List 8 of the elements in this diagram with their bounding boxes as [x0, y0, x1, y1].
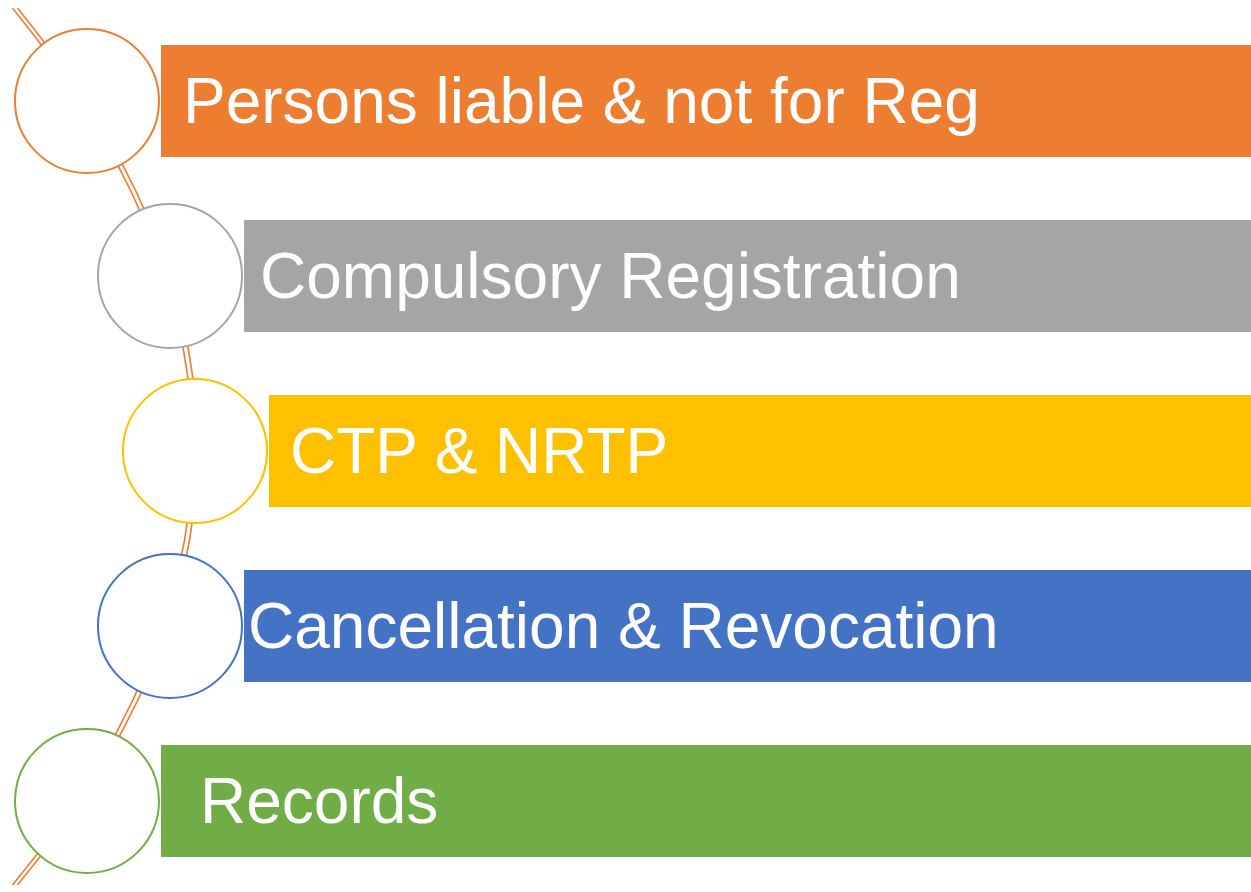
band-label: Records	[200, 769, 439, 833]
list-band	[244, 220, 1251, 332]
list-band	[269, 395, 1251, 507]
list-band	[161, 745, 1251, 857]
list-band	[244, 570, 1251, 682]
list-band	[161, 45, 1251, 157]
band-label: Cancellation & Revocation	[248, 594, 999, 658]
band-label: CTP & NRTP	[290, 419, 669, 483]
